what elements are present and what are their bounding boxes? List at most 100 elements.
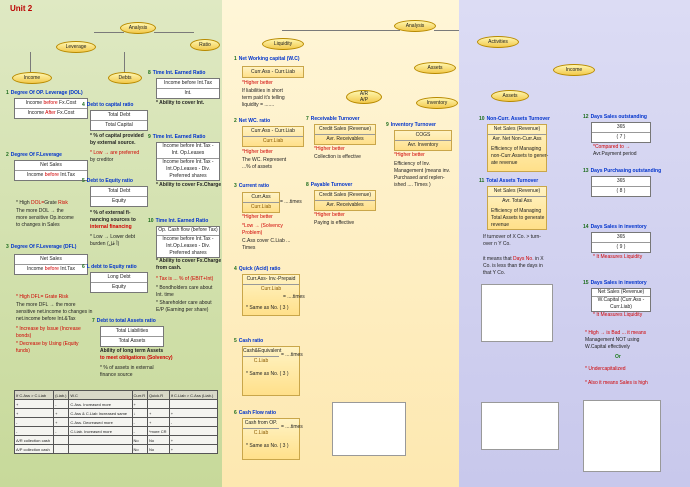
dsi2-note-4: W.Capital effectively	[585, 344, 630, 350]
table-cell	[68, 444, 133, 454]
dcr-note-4: by creditor	[90, 157, 114, 163]
tie3-note-3: * Tax is ... % of (EBIT+Int)	[156, 276, 214, 282]
dsi-note-1: * It Measures Liquidity	[593, 254, 643, 260]
table-header-cell: If C.Liab > C.Ass (Liab.)	[168, 390, 219, 400]
dfl-note-3: more sensitive Op.income	[16, 215, 74, 221]
dsi2-note-1: * It Measures Liquidity	[593, 312, 643, 318]
rt-formula: Credit Sales (Revenue) Avr. Receivables	[314, 124, 376, 145]
tat-note-1: Efficiency of Managing	[491, 208, 542, 214]
der-note-3: internal financing	[90, 224, 132, 230]
oval-analysis: Analysis	[120, 22, 156, 34]
oval-inventory: Inventory	[416, 97, 458, 109]
table-cell: No	[131, 435, 148, 445]
cr-note-4: C.Ass cover C.Liab ...	[242, 238, 291, 244]
oval-ratio: Ratio	[190, 39, 220, 51]
table-header-cell: Curr.R	[131, 390, 148, 400]
table-cell: -	[13, 426, 55, 436]
ncat-note-1: Efficiency of Managing	[491, 146, 542, 152]
table-cell: -	[168, 417, 219, 427]
tat-note-2: Total Assets to generate	[491, 215, 545, 221]
tie2-formula: Income before Int.Tax - Int. Op.Leases I…	[156, 142, 220, 181]
qr-note: * Same as No. ( 3 )	[246, 305, 289, 311]
table-row: -+C.Ass. Decreased more-+-	[13, 417, 219, 427]
tie1-note: * Ability to cover Int.	[156, 100, 205, 106]
nwc-formula: Curr.Ass - Curr.Liab	[242, 66, 304, 78]
tie3-note-7: E/P (Earning per share)	[156, 307, 209, 313]
dcr-formula: Total Debt Total Capital	[90, 110, 148, 131]
table-cell: +	[168, 444, 219, 454]
nwcr-note-1: *Higher better	[242, 149, 273, 155]
dfl-note-4: to changes in Sales	[16, 222, 60, 228]
der-note-4: * Low → Lower debt	[90, 234, 136, 240]
rt-note-2: Collection is effective	[314, 154, 361, 160]
table-cell: +	[53, 408, 70, 418]
tie3-note-6: * Shareholder care about	[156, 300, 212, 306]
nwc-note-3: term paid it's telling	[242, 95, 285, 101]
rt-note-1: *Higher better	[314, 146, 345, 152]
nwcr-formula: Curr.Ass - Curr.Liab Curr.Liab	[242, 126, 304, 147]
it-note-2: Efficiency of Inv.	[394, 161, 430, 167]
dsi2-note-5: Or	[615, 354, 621, 360]
der-note-2: nancing sources to	[90, 217, 136, 223]
table-header-cell: Quick.R	[146, 390, 170, 400]
pt-note-1: *Higher better	[314, 212, 345, 218]
table-cell: No	[146, 444, 170, 454]
oval-debts: Debts	[108, 72, 142, 84]
table-cell: +	[146, 408, 170, 418]
dsi2-note-7: * Also it means Sales is high	[585, 380, 648, 386]
oval-assets-3: Assets	[491, 90, 529, 102]
table-cell: A/P collection cash	[13, 444, 55, 454]
dsi2-note-2: * High → is Bad ... it means	[585, 330, 647, 336]
table-cell: C.Liab. Increased more	[68, 426, 133, 436]
cfr-formula: Cash from OP. C.Liab = ....times * Same …	[242, 418, 303, 460]
tie3-formula: Op. Cash flow (before Tax) Income before…	[156, 226, 220, 258]
table-cell: +	[168, 435, 219, 445]
cashr-note: * Same as No. ( 3 )	[246, 371, 289, 377]
table-header-cell: W.C	[68, 390, 133, 400]
table-cell	[146, 399, 170, 409]
oval-liquidity: Liquidity	[262, 38, 304, 50]
dfl-note: * High DOL=Grate Risk	[16, 200, 68, 206]
table-cell	[53, 435, 70, 445]
dtl-note-8: funds)	[16, 348, 30, 354]
table-cell: ↓	[131, 408, 148, 418]
dtar-note-2: to meet obligations (Solvency)	[100, 355, 173, 361]
dtl-note-2: The more DFL → the more	[16, 302, 76, 308]
table-cell: +	[168, 408, 219, 418]
dol-formula: Income before Fx.Cost Income After Fx.Co…	[14, 98, 88, 119]
table-cell: +	[13, 399, 55, 409]
dpo-formula: 365 ( 8 )	[591, 176, 651, 197]
qr-formula: Curr.Ass- Inv.-Prepaid Curr.Liab = ....t…	[242, 274, 305, 316]
table-cell: No	[131, 444, 148, 454]
tat-note-6: it means that Days No. in X	[483, 256, 544, 262]
oval-leverage: Leverage	[56, 41, 96, 53]
leverage-panel: Unit 2 Analysis Leverage Ratio Income De…	[0, 0, 222, 487]
nwc-note-4: liquidity = .......	[242, 102, 275, 108]
unit-title: Unit 2	[10, 4, 33, 13]
pt-note-2: Paying is effective	[314, 220, 355, 226]
tie1-formula: Income before Int.Tax Int.	[156, 78, 220, 99]
ncat-formula: Net Sales (Revenue) Avr. Net Non-Curr.As…	[487, 124, 548, 172]
tat-note-4: If turnover of X Co. > turn-	[483, 234, 541, 240]
tat-note-3: revenue	[491, 222, 510, 228]
it-formula: COGS Avr. Inventory	[394, 130, 452, 151]
dcr-note-2: by external source.	[90, 140, 136, 146]
dcr-note-1: * % of capital provided	[90, 133, 144, 139]
oval-assets: Assets	[414, 62, 456, 74]
cr-note-2: *Low → (Solvency	[242, 223, 283, 229]
